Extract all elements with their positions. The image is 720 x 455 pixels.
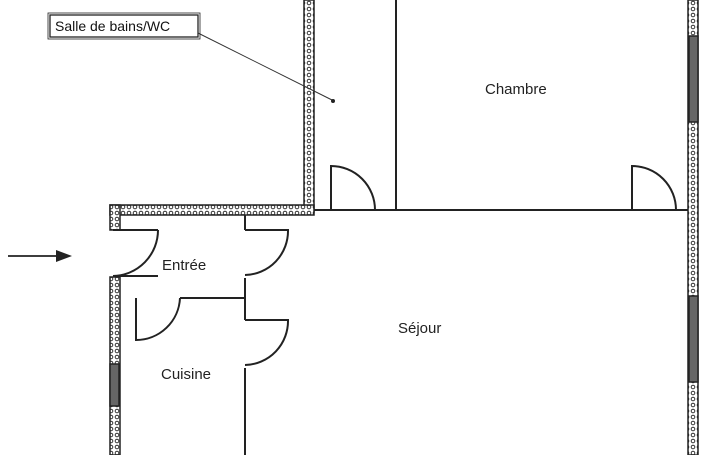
doors [112, 164, 677, 366]
window-cuisine [109, 363, 120, 407]
door-entry [112, 229, 159, 277]
door-bathroom [330, 164, 376, 211]
door-cuisine-entree [135, 297, 181, 342]
callout-dot [331, 99, 335, 103]
room-label-sejour: Séjour [398, 320, 441, 337]
callout-leader [197, 32, 333, 101]
wall-left-upper [109, 204, 121, 231]
door-chambre [631, 164, 677, 211]
callout-label: Salle de bains/WC [55, 18, 170, 34]
wall-bathroom-left [303, 0, 315, 213]
exterior-walls [109, 0, 699, 455]
window-chambre [688, 35, 699, 123]
room-label-entree: Entrée [162, 257, 206, 274]
entry-arrow-icon [8, 250, 72, 262]
callout-bathroom: Salle de bains/WC [47, 12, 335, 103]
callout-box [49, 14, 199, 38]
wall-top-entry [109, 204, 315, 216]
interior-walls [180, 0, 688, 455]
windows [109, 35, 699, 407]
door-entree-sejour [244, 229, 290, 276]
room-label-cuisine: Cuisine [161, 366, 211, 383]
room-label-chambre: Chambre [485, 81, 547, 98]
wall-right [687, 0, 699, 455]
door-cuisine-sejour [244, 319, 290, 366]
window-sejour [688, 295, 699, 383]
